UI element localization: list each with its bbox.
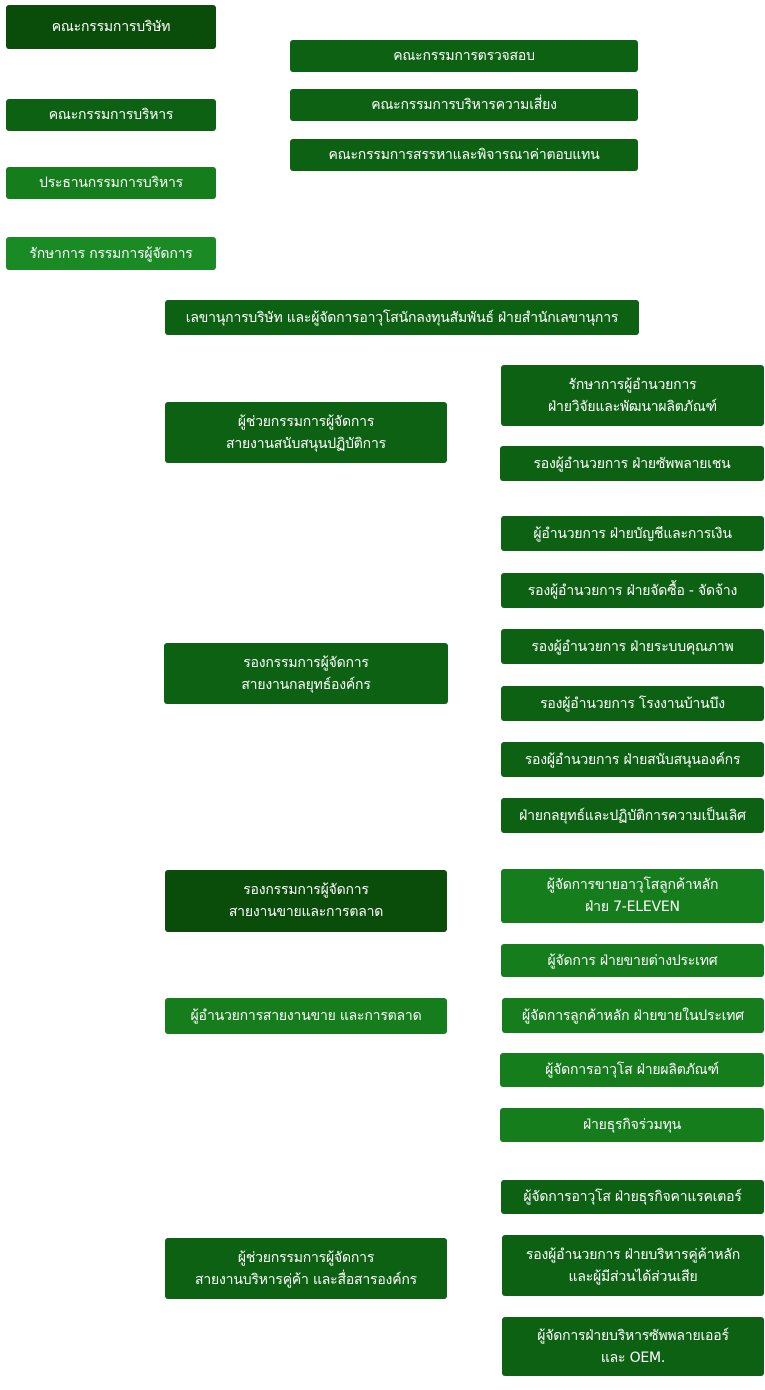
node-label: รองผู้อำนวยการ ฝ่ายซัพพลายเชน [533, 455, 731, 472]
node-label: ผู้จัดการอาวุโส ฝ่ายผลิตภัณฑ์ [545, 1062, 719, 1078]
node-label: รองผู้อำนวยการ ฝ่ายจัดซื้อ - จัดจ้าง [527, 582, 738, 599]
node-dep-dir-quality: รองผู้อำนวยการ ฝ่ายระบบคุณภาพ [501, 629, 764, 664]
node-mgr-product: ผู้จัดการอาวุโส ฝ่ายผลิตภัณฑ์ [500, 1053, 764, 1087]
node-strategy-excellence: ฝ่ายกลยุทธ์และปฏิบัติการความเป็นเลิศ [501, 798, 764, 833]
node-asst-md-ops: ผู้ช่วยกรรมการผู้จัดการ สายงานสนับสนุนปฏ… [165, 402, 447, 463]
node-label-line: รักษาการผู้อำนวยการ [568, 376, 697, 393]
node-label-line: ผู้จัดการขายอาวุโสลูกค้าหลัก [546, 877, 719, 893]
node-dir-sales: ผู้อำนวยการสายงานขาย และการตลาด [165, 998, 447, 1034]
node-mgr-supplier-oem: ผู้จัดการฝ่ายบริหารซัพพลายเออร์ และ OEM. [502, 1317, 764, 1376]
node-label-line: ผู้ช่วยกรรมการผู้จัดการ [237, 413, 375, 430]
node-label-line: สายงานบริหารคู่ค้า และสื่อสารองค์กร [195, 1271, 417, 1288]
node-dep-dir-supply: รองผู้อำนวยการ ฝ่ายซัพพลายเชน [500, 446, 764, 481]
node-acting-md: รักษาการ กรรมการผู้จัดการ [6, 237, 216, 270]
node-joint-venture: ฝ่ายธุรกิจร่วมทุน [500, 1108, 764, 1142]
node-label: คณะกรรมการตรวจสอบ [393, 48, 535, 64]
node-label: ผู้จัดการ ฝ่ายขายต่างประเทศ [547, 952, 718, 969]
node-nomination: คณะกรรมการสรรหาและพิจารณาค่าตอบแทน [290, 139, 638, 171]
node-label: รักษาการ กรรมการผู้จัดการ [29, 245, 193, 262]
node-risk: คณะกรรมการบริหารความเสี่ยง [290, 89, 638, 121]
node-dep-dir-plant: รองผู้อำนวยการ โรงงานบ้านบึง [501, 686, 764, 721]
node-label-line: สายงานขายและการตลาด [228, 904, 384, 920]
node-label-line: ผู้จัดการฝ่ายบริหารซัพพลายเออร์ [537, 1327, 729, 1344]
node-mgr-export: ผู้จัดการ ฝ่ายขายต่างประเทศ [501, 944, 764, 977]
node-label-line: และผู้มีส่วนได้ส่วนเสีย [568, 1268, 698, 1285]
node-label: คณะกรรมการบริหาร [48, 107, 174, 123]
node-label: ผู้อำนวยการสายงานขาย และการตลาด [190, 1008, 422, 1024]
node-label: รองผู้อำนวยการ ฝ่ายสนับสนุนองค์กร [524, 751, 741, 768]
node-label-line: ผู้ช่วยกรรมการผู้จัดการ [237, 1249, 375, 1266]
node-executive: คณะกรรมการบริหาร [6, 99, 216, 131]
node-dir-accounting: ผู้อำนวยการ ฝ่ายบัญชีและการเงิน [501, 516, 764, 551]
node-label: ฝ่ายกลยุทธ์และปฏิบัติการความเป็นเลิศ [519, 807, 746, 824]
node-dep-md-sales: รองกรรมการผู้จัดการ สายงานขายและการตลาด [165, 870, 447, 932]
node-mgr-7eleven: ผู้จัดการขายอาวุโสลูกค้าหลัก ฝ่าย 7-ELEV… [501, 869, 764, 923]
node-label: รองผู้อำนวยการ ฝ่ายระบบคุณภาพ [531, 638, 734, 655]
node-asst-md-partners: ผู้ช่วยกรรมการผู้จัดการ สายงานบริหารคู่ค… [165, 1238, 447, 1299]
node-label: รองผู้อำนวยการ โรงงานบ้านบึง [540, 695, 725, 712]
node-label: คณะกรรมการบริษัท [51, 19, 171, 35]
node-label: ผู้จัดการอาวุโส ฝ่ายธุรกิจคาแรคเตอร์ [523, 1189, 742, 1205]
node-label-line: สายงานกลยุทธ์องค์กร [241, 676, 371, 693]
node-label: ฝ่ายธุรกิจร่วมทุน [582, 1117, 682, 1133]
node-label-line: ฝ่ายวิจัยและพัฒนาผลิตภัณฑ์ [548, 398, 717, 415]
node-exec-chairman: ประธานกรรมการบริหาร [6, 167, 216, 199]
node-dep-dir-support: รองผู้อำนวยการ ฝ่ายสนับสนุนองค์กร [501, 742, 764, 777]
node-acting-dir-rnd: รักษาการผู้อำนวยการ ฝ่ายวิจัยและพัฒนาผลิ… [501, 365, 764, 426]
node-label: ผู้อำนวยการ ฝ่ายบัญชีและการเงิน [533, 525, 732, 542]
node-mgr-character: ผู้จัดการอาวุโส ฝ่ายธุรกิจคาแรคเตอร์ [501, 1180, 764, 1214]
node-label: ประธานกรรมการบริหาร [39, 175, 183, 191]
node-board: คณะกรรมการบริษัท [6, 5, 216, 49]
node-mgr-domestic: ผู้จัดการลูกค้าหลัก ฝ่ายขายในประเทศ [502, 998, 764, 1033]
node-dep-md-strategy: รองกรรมการผู้จัดการ สายงานกลยุทธ์องค์กร [164, 643, 448, 704]
node-dep-dir-partners: รองผู้อำนวยการ ฝ่ายบริหารคู่ค้าหลัก และผ… [502, 1235, 764, 1296]
node-audit: คณะกรรมการตรวจสอบ [290, 40, 638, 72]
node-label-line: สายงานสนับสนุนปฏิบัติการ [226, 435, 386, 452]
node-secretary: เลขานุการบริษัท และผู้จัดการอาวุโสนักลงท… [165, 300, 639, 335]
node-label: คณะกรรมการบริหารความเสี่ยง [371, 97, 557, 113]
node-dep-dir-procure: รองผู้อำนวยการ ฝ่ายจัดซื้อ - จัดจ้าง [501, 573, 764, 608]
node-label-line: และ OEM. [600, 1349, 666, 1366]
node-label: ผู้จัดการลูกค้าหลัก ฝ่ายขายในประเทศ [522, 1007, 744, 1024]
node-label: เลขานุการบริษัท และผู้จัดการอาวุโสนักลงท… [185, 309, 619, 326]
node-label-line: รองกรรมการผู้จัดการ [243, 882, 369, 898]
node-label: คณะกรรมการสรรหาและพิจารณาค่าตอบแทน [328, 147, 600, 163]
node-label-line: ฝ่าย 7-ELEVEN [585, 899, 680, 915]
node-label-line: รองกรรมการผู้จัดการ [243, 654, 369, 671]
node-label-line: รองผู้อำนวยการ ฝ่ายบริหารคู่ค้าหลัก [525, 1246, 741, 1263]
